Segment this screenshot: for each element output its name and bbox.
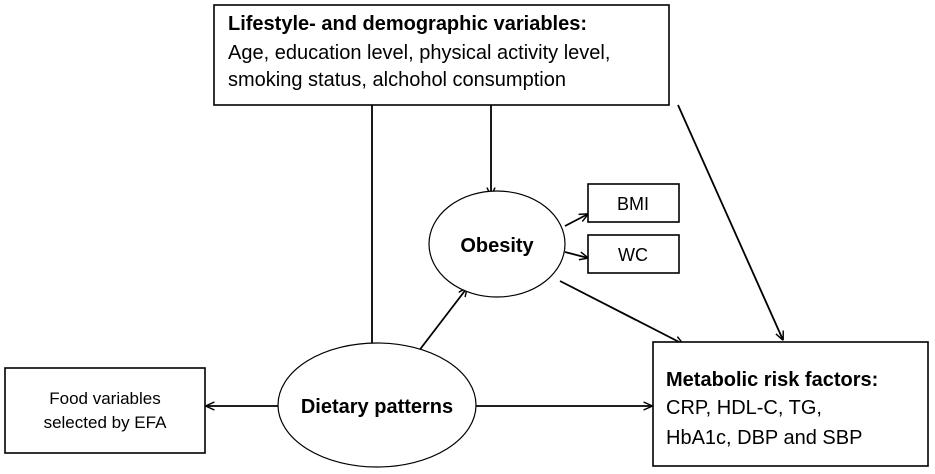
lifestyle-title: Lifestyle- and demographic variables: [228, 13, 587, 35]
wc-box: WC [587, 234, 680, 274]
lifestyle-box: Lifestyle- and demographic variables: Ag… [213, 4, 670, 106]
food-variables-box: Food variables selected by EFA [4, 367, 206, 454]
dietary-patterns-node: Dietary patterns [277, 342, 477, 468]
metabolic-line-2: HbA1c, DBP and SBP [666, 427, 862, 449]
metabolic-risk-box: Metabolic risk factors: CRP, HDL-C, TG, … [652, 341, 929, 467]
arrow-obesity-to-bmi [564, 214, 588, 227]
lifestyle-line-2: smoking status, alchohol consumption [228, 69, 566, 91]
arrow-lifestyle-to-metabolic [677, 104, 783, 340]
wc-label: WC [618, 245, 648, 265]
bmi-label: BMI [617, 194, 649, 214]
metabolic-line-1: CRP, HDL-C, TG, [666, 397, 822, 419]
lifestyle-line-1: Age, education level, physical activity … [228, 42, 610, 64]
arrow-obesity-to-wc [564, 251, 588, 258]
dietary-label: Dietary patterns [301, 396, 453, 418]
food-line-2: selected by EFA [44, 413, 168, 432]
obesity-label: Obesity [460, 235, 534, 257]
food-line-1: Food variables [49, 389, 161, 408]
edges [206, 104, 783, 406]
metabolic-title: Metabolic risk factors: [666, 369, 878, 391]
arrow-dietary-to-obesity [417, 288, 467, 353]
bmi-box: BMI [587, 183, 680, 223]
obesity-node: Obesity [428, 190, 566, 298]
arrow-obesity-to-metabolic [559, 280, 683, 344]
